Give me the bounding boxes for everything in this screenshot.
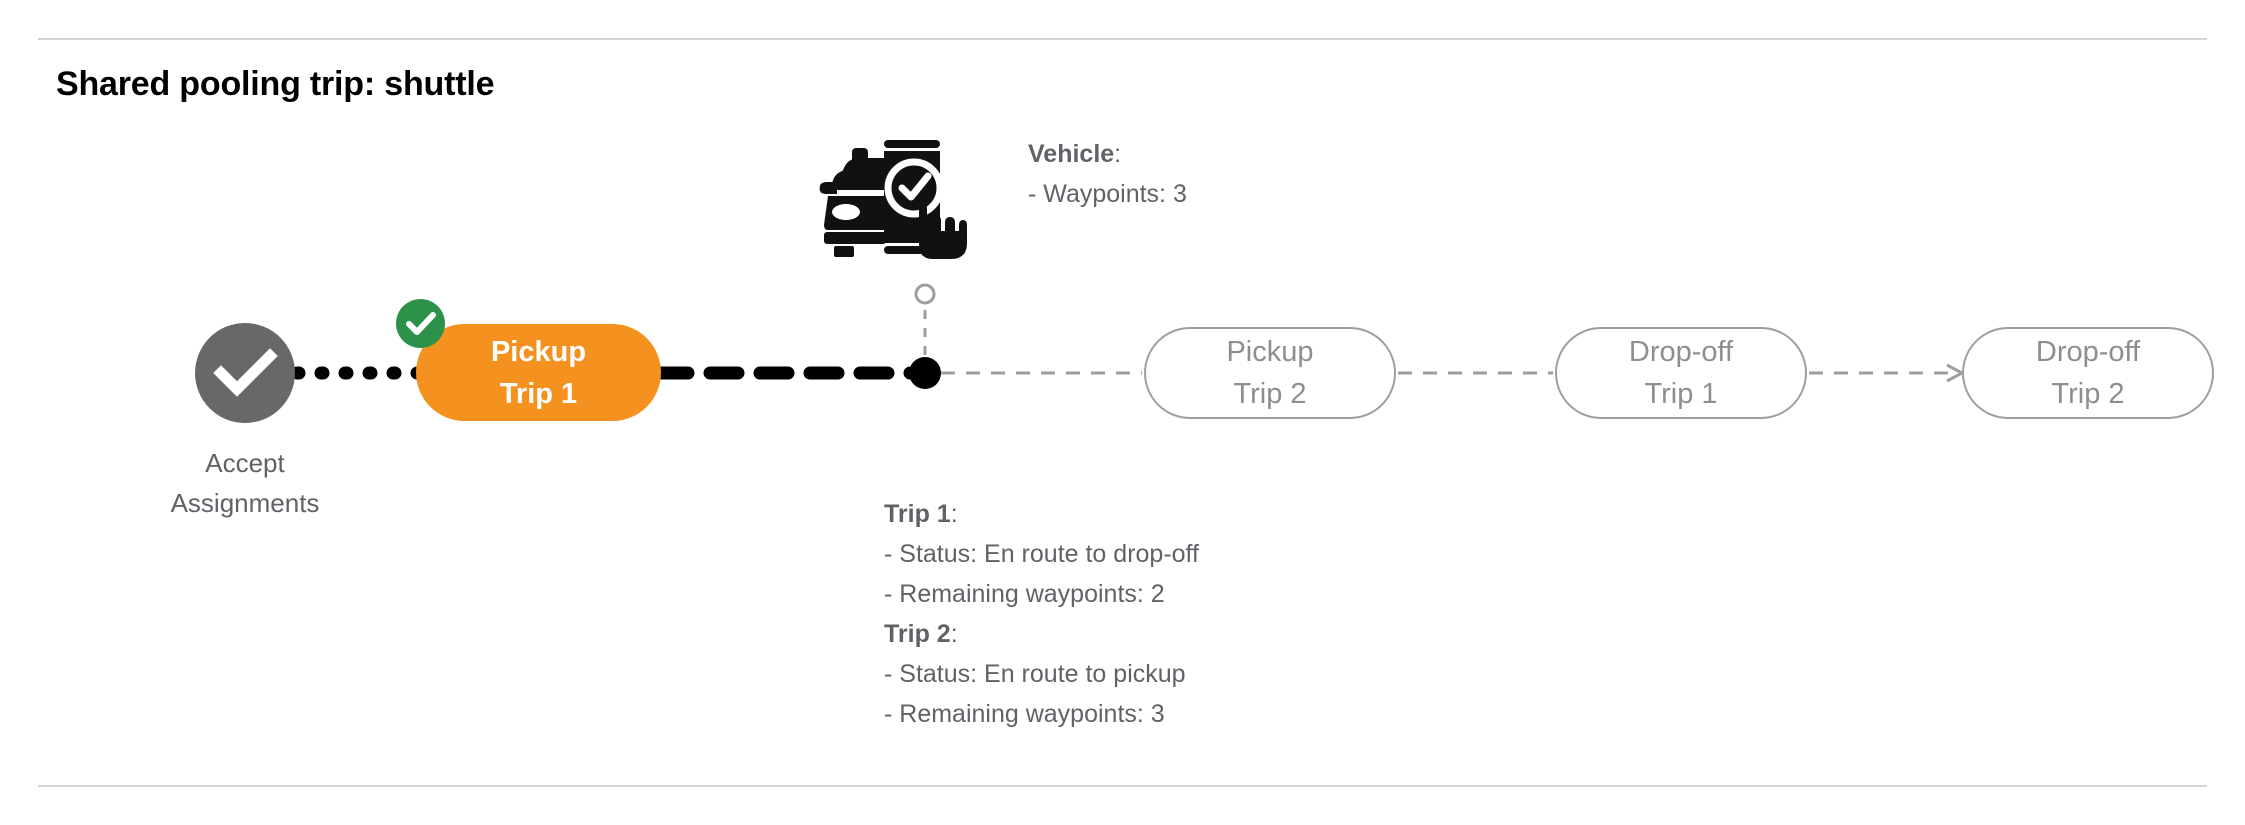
step-line-2: Trip 2 — [2051, 378, 2125, 410]
check-badge-icon — [396, 299, 445, 348]
step-line-2: Trip 1 — [1644, 378, 1718, 410]
bottom-divider — [38, 785, 2207, 787]
trip-2-heading: Trip 2: — [884, 614, 1199, 654]
trip-1-status-line: - Status: En route to drop-off — [884, 540, 1199, 568]
step-dropoff-trip-2[interactable]: Drop-off Trip 2 — [1962, 327, 2214, 419]
vehicle-heading-text: Vehicle — [1028, 140, 1115, 168]
check-circle-icon — [213, 348, 278, 397]
accept-assignments-node[interactable] — [195, 323, 295, 423]
trip-1-waypoints-line: - Remaining waypoints: 2 — [884, 580, 1165, 608]
step-line-2: Trip 1 — [499, 377, 578, 410]
top-divider — [38, 38, 2207, 40]
vehicle-waypoints-line: - Waypoints: 3 — [1028, 180, 1187, 208]
trip-2-heading-suffix: : — [950, 620, 958, 648]
step-line-2: Trip 2 — [1233, 378, 1307, 410]
step-line-1: Pickup — [1226, 336, 1314, 368]
vehicle-phone-check-icon — [819, 140, 967, 259]
step-dropoff-trip-1[interactable]: Drop-off Trip 1 — [1555, 327, 1807, 419]
trip-1-heading-text: Trip 1 — [884, 500, 951, 528]
step-pickup-trip-2[interactable]: Pickup Trip 2 — [1144, 327, 1396, 419]
vehicle-info-heading: Vehicle: — [1028, 134, 1187, 174]
trip-1-heading-suffix: : — [950, 500, 958, 528]
step-pickup-trip-1[interactable]: Pickup Trip 1 — [416, 324, 661, 421]
trip-info-block: Trip 1: - Status: En route to drop-off -… — [884, 494, 1199, 734]
page-title: Shared pooling trip: shuttle — [56, 65, 495, 103]
step-line-1: Pickup — [490, 335, 587, 368]
step-line-1: Drop-off — [1628, 336, 1734, 368]
trip-1-heading: Trip 1: — [884, 494, 1199, 534]
vehicle-heading-suffix: : — [1114, 140, 1122, 168]
trip-2-status-line: - Status: En route to pickup — [884, 660, 1186, 688]
trip-2-waypoints-line: - Remaining waypoints: 3 — [884, 700, 1165, 728]
vehicle-info-block: Vehicle: - Waypoints: 3 — [1028, 134, 1187, 214]
accept-assignments-label: Accept Assignments — [170, 448, 320, 518]
trip-2-heading-text: Trip 2 — [884, 620, 951, 648]
step-line-1: Drop-off — [2035, 336, 2141, 368]
